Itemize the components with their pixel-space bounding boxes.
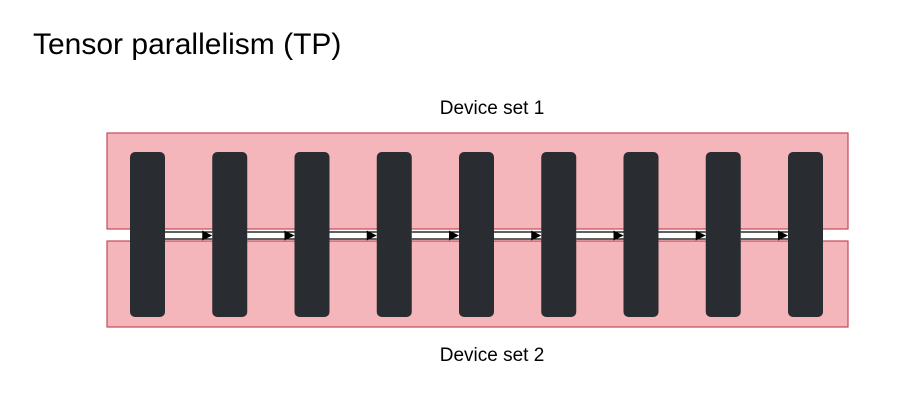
device-set-2-label: Device set 2 [439, 345, 545, 366]
arrow-head [531, 230, 542, 241]
device-set-1-label: Device set 1 [439, 98, 545, 119]
layer-block [376, 152, 412, 317]
arrow-head [449, 230, 459, 241]
layer-block [541, 152, 577, 317]
arrow-head [366, 230, 377, 241]
layer-block [294, 152, 330, 317]
arrow-head [695, 230, 706, 241]
arrow-head [778, 230, 788, 241]
layer-block [130, 152, 165, 317]
layer-block [212, 152, 248, 317]
layer-block [623, 152, 659, 317]
arrow-head [202, 230, 213, 241]
layer-block [459, 152, 494, 317]
layer-block [705, 152, 741, 317]
layers-group [130, 152, 823, 317]
arrow-head [284, 230, 295, 241]
arrow-head [613, 230, 624, 241]
page-title: Tensor parallelism (TP) [33, 28, 342, 61]
arrows-group [165, 230, 788, 241]
layer-block [788, 152, 823, 317]
